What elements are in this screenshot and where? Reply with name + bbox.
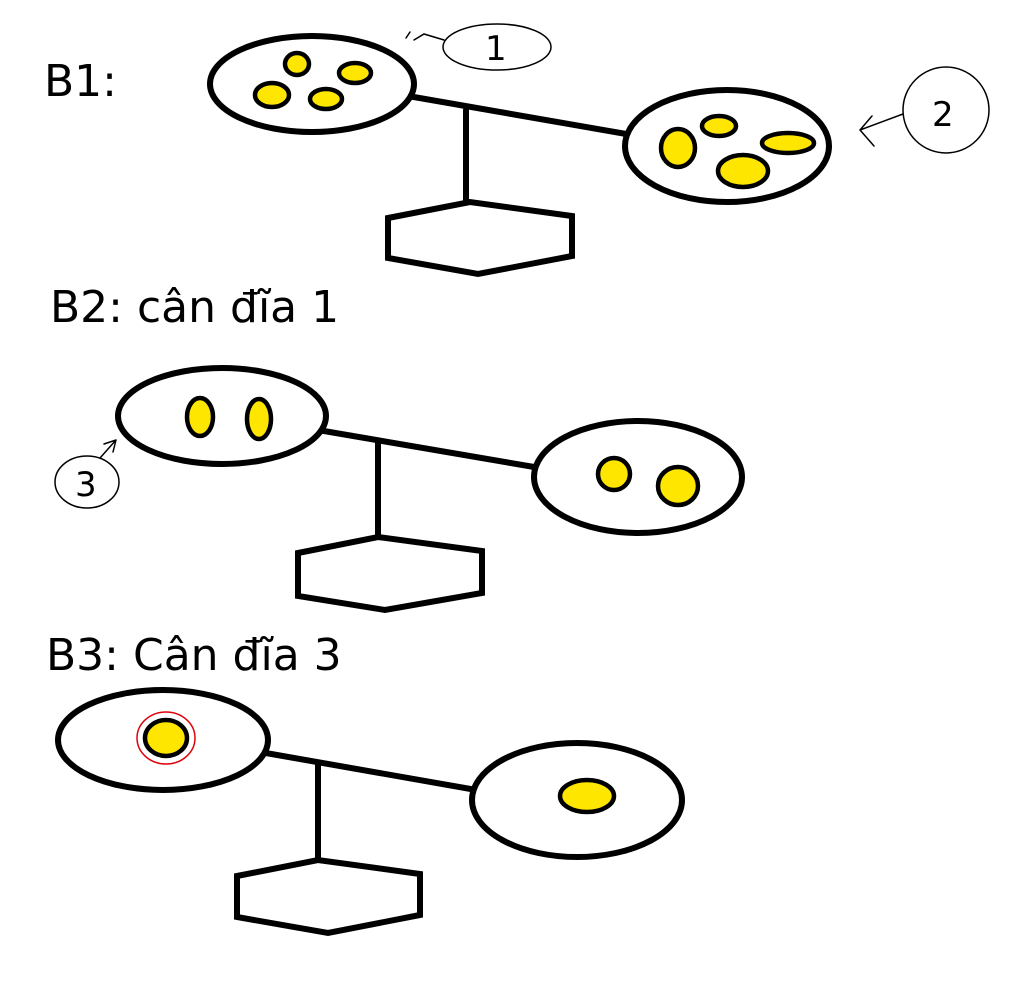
scale-1-right-coins: [658, 113, 817, 190]
coin: [307, 86, 345, 112]
step-3-label: B3: Cân đĩa 3: [46, 630, 342, 681]
marker-1-label: 1: [485, 29, 507, 69]
scale-1-right-pan: [622, 87, 832, 205]
coin: [336, 60, 374, 86]
scale-3-right-coins: [557, 777, 617, 815]
step-2-label: B2: cân đĩa 1: [50, 282, 339, 333]
scale-1-left-pan: [207, 33, 417, 135]
marker-1-pointer: [405, 31, 445, 41]
scale-2-base: [295, 533, 485, 614]
scale-2-beam: [315, 427, 543, 471]
coin: [142, 717, 190, 759]
marker-3-circle: [54, 455, 120, 509]
coin: [759, 130, 817, 156]
scale-3-beam: [257, 749, 485, 794]
scale-2-left-coins: [184, 395, 274, 442]
coin: [282, 50, 312, 78]
scale-3-left-coins: [136, 711, 196, 765]
coin: [715, 152, 771, 190]
scale-1-base: [385, 198, 575, 278]
marker-2-arrow: [859, 113, 904, 147]
coin: [595, 455, 633, 493]
marker-3: 3: [54, 439, 120, 509]
scale-1-beam: [405, 93, 635, 138]
scale-3-base: [234, 856, 423, 937]
scale-2-right-coins: [595, 455, 701, 508]
scale-2-left-pan: [115, 365, 329, 467]
marker-2-circle: [902, 66, 990, 154]
marker-1: 1: [405, 23, 552, 71]
marker-3-pointer: [99, 439, 117, 459]
coin: [252, 80, 292, 110]
scale-2-right-pan: [531, 418, 745, 536]
marker-2: 2: [859, 66, 990, 154]
coin: [244, 396, 274, 442]
balance-scale-3: [55, 687, 685, 937]
marker-3-label: 3: [75, 465, 97, 505]
highlight-ring: [136, 711, 196, 765]
coin: [655, 464, 701, 508]
balance-scale-2: [115, 365, 745, 614]
coin: [658, 126, 698, 170]
step-1-label: B1:: [44, 56, 117, 107]
coin: [184, 395, 216, 439]
marker-1-circle: [442, 23, 552, 71]
balance-scale-1: [207, 33, 832, 278]
coin: [557, 777, 617, 815]
coin: [699, 113, 739, 139]
scale-1-left-coins: [252, 50, 374, 112]
marker-2-label: 2: [932, 95, 954, 135]
